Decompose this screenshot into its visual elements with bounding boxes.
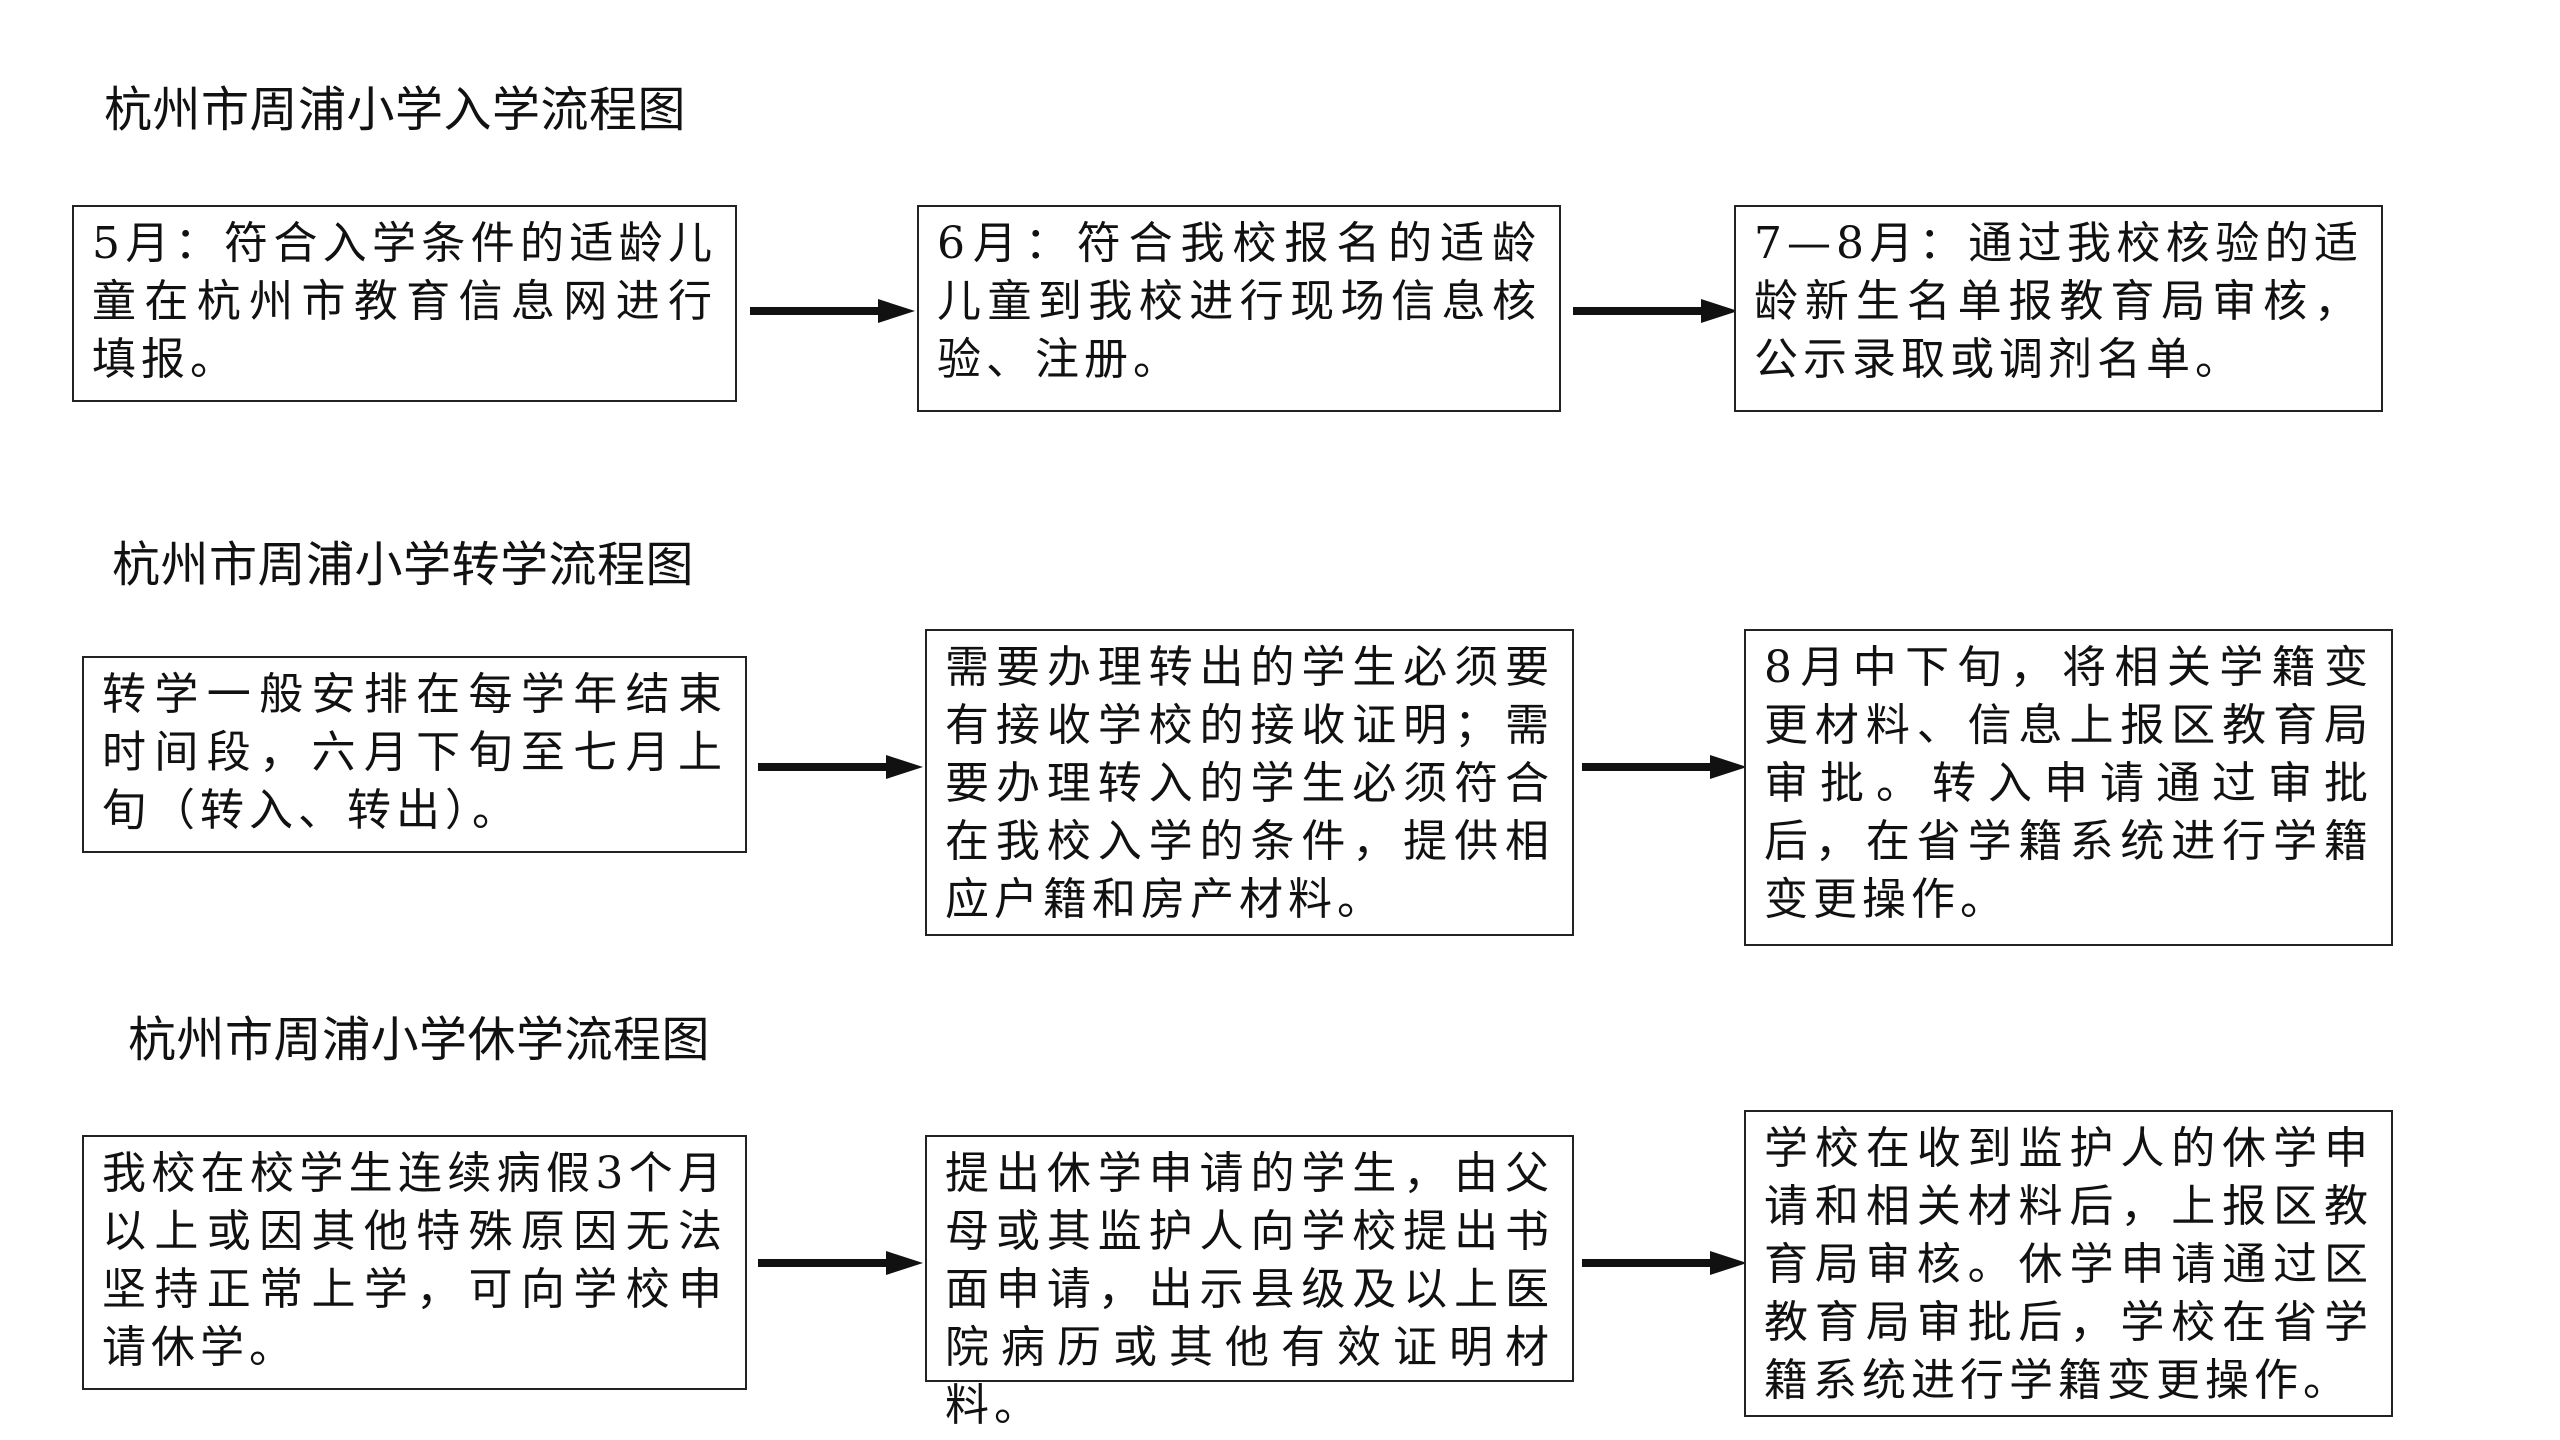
enrollment-arrow-2-icon xyxy=(1573,299,1738,323)
transfer-arrow-2-icon xyxy=(1582,755,1747,779)
transfer-step-1-box: 转学一般安排在每学年结束时间段，六月下旬至七月上旬（转入、转出）。 xyxy=(82,656,747,853)
transfer-flow-title: 杭州市周浦小学转学流程图 xyxy=(112,537,695,593)
transfer-step-3-box: 8月中下旬，将相关学籍变更材料、信息上报区教育局审批。转入申请通过审批后，在省学… xyxy=(1744,629,2393,946)
enrollment-arrow-1-icon xyxy=(750,299,915,323)
enrollment-step-2-box: 6月：符合我校报名的适龄儿童到我校进行现场信息核验、注册。 xyxy=(917,205,1561,412)
suspension-step-1-box: 我校在校学生连续病假3个月以上或因其他特殊原因无法坚持正常上学，可向学校申请休学… xyxy=(82,1135,747,1390)
suspension-flow-title: 杭州市周浦小学休学流程图 xyxy=(128,1012,711,1068)
enrollment-step-3-box: 7—8月：通过我校核验的适龄新生名单报教育局审核，公示录取或调剂名单。 xyxy=(1734,205,2383,412)
enrollment-step-1-box: 5月：符合入学条件的适龄儿童在杭州市教育信息网进行填报。 xyxy=(72,205,737,402)
suspension-arrow-1-icon xyxy=(758,1251,923,1275)
suspension-step-2-box: 提出休学申请的学生，由父母或其监护人向学校提出书面申请，出示县级及以上医院病历或… xyxy=(925,1135,1574,1431)
suspension-step-3-box: 学校在收到监护人的休学申请和相关材料后，上报区教育局审核。休学申请通过区教育局审… xyxy=(1744,1110,2393,1417)
enrollment-flow-title: 杭州市周浦小学入学流程图 xyxy=(104,82,687,138)
transfer-step-2-box: 需要办理转出的学生必须要有接收学校的接收证明；需要办理转入的学生必须符合在我校入… xyxy=(925,629,1574,936)
suspension-arrow-2-icon xyxy=(1582,1251,1747,1275)
transfer-arrow-1-icon xyxy=(758,755,923,779)
